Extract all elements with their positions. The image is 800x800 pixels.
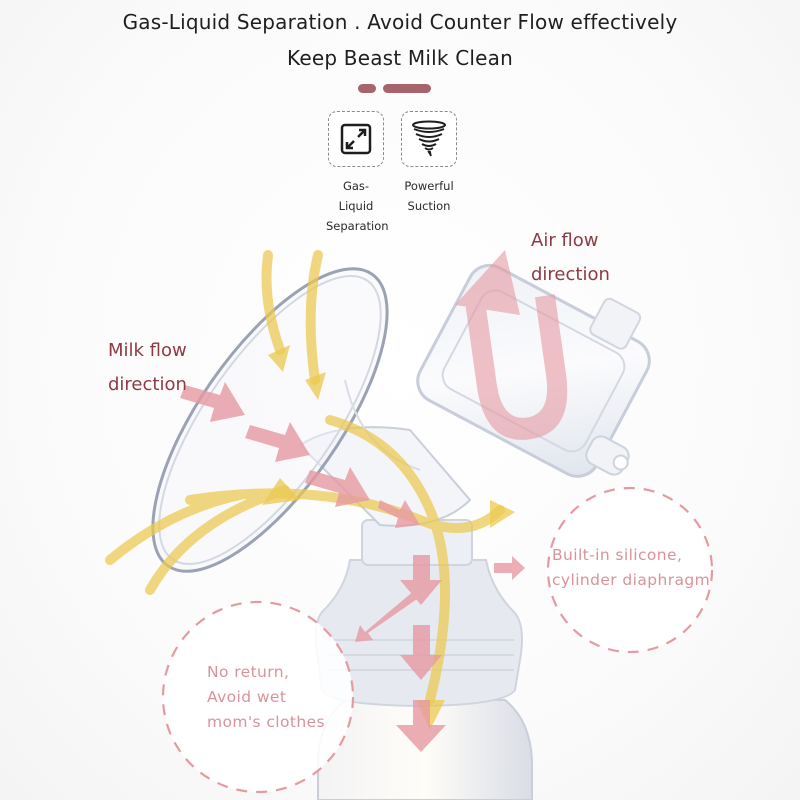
diaphragm-callout-line1: Built-in silicone, bbox=[552, 546, 683, 564]
milk-flow-label-line1: Milk flow bbox=[108, 340, 187, 361]
feature-label-line2: Separation bbox=[326, 219, 389, 233]
air-flow-label-line1: Air flow bbox=[531, 230, 599, 251]
air-flow-u-arrow bbox=[455, 250, 568, 440]
no-return-callout-line2: Avoid wet bbox=[207, 688, 287, 706]
yellow-arrowheads bbox=[262, 345, 515, 730]
feature-label-line2: Suction bbox=[407, 199, 451, 213]
feature-powerful-suction: Powerful Suction bbox=[399, 111, 459, 216]
yellow-flow-arrows bbox=[105, 250, 505, 705]
feature-icon-box bbox=[401, 111, 457, 167]
diaphragm-callout-text: Built-in silicone, cylinder diaphragm bbox=[552, 543, 710, 593]
feature-label-line1: Gas-Liquid bbox=[338, 179, 374, 213]
subheadline: Keep Beast Milk Clean bbox=[287, 46, 513, 70]
diaphragm-callout-line2: cylinder diaphragm bbox=[552, 571, 711, 589]
no-return-callout-text: No return, Avoid wet mom's clothes bbox=[207, 660, 325, 735]
feature-label-line1: Powerful bbox=[404, 179, 454, 193]
diaphragm-callout-circle bbox=[546, 486, 714, 654]
accent-bar-short bbox=[358, 84, 376, 93]
headline: Gas-Liquid Separation . Avoid Counter Fl… bbox=[122, 10, 678, 34]
accent-bar-long bbox=[383, 84, 431, 93]
air-flow-label: Air flow direction bbox=[531, 224, 610, 292]
no-return-callout-line1: No return, bbox=[207, 663, 290, 681]
no-return-callout-line3: mom's clothes bbox=[207, 713, 325, 731]
feature-icon-box bbox=[328, 111, 384, 167]
milk-flow-arrows bbox=[180, 382, 525, 752]
milk-flow-label: Milk flow direction bbox=[108, 334, 187, 402]
expand-arrows-icon bbox=[340, 123, 372, 155]
air-flow-label-line2: direction bbox=[531, 264, 610, 285]
tornado-icon bbox=[412, 120, 446, 157]
no-return-callout-circle bbox=[161, 600, 355, 794]
milk-flow-label-line2: direction bbox=[108, 374, 187, 395]
feature-gas-liquid-separation: Gas-Liquid Separation bbox=[326, 111, 389, 236]
